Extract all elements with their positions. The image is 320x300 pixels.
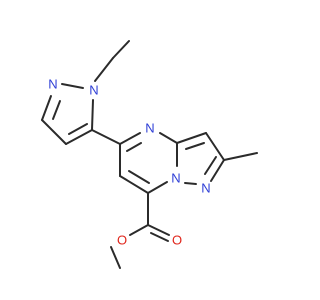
bond-c3-c2 <box>205 132 225 161</box>
bond-n2-c3 <box>41 95 52 121</box>
bond-biaryl-link <box>91 129 121 145</box>
bond-c4-c5-inner <box>68 123 88 135</box>
atom-label-n-pyrazole-fused: N <box>201 181 210 196</box>
bond-ester-methyl <box>110 246 121 269</box>
atom-label-layer: N N N N N O O <box>48 77 210 248</box>
bond-c3a-c3-inner <box>185 142 205 150</box>
bond-n2-c3-inner <box>52 100 61 120</box>
bond-c4-c5 <box>65 129 93 145</box>
bond-c6p-c7 <box>119 175 149 194</box>
atom-label-o-carbonyl: O <box>172 233 182 248</box>
bond-n4-c3a <box>159 132 178 144</box>
bond-carbonyl-o-double-inner <box>150 232 169 242</box>
bond-c5-n1 <box>91 99 94 131</box>
bond-c5p-n4-inner <box>126 142 142 152</box>
bond-c7-n8 <box>147 181 168 194</box>
atom-label-o-ester: O <box>117 233 127 248</box>
bond-layer <box>41 40 258 269</box>
bond-c6p-c7-inner <box>128 170 150 184</box>
atom-label-n-pyrimidine: N <box>145 121 154 136</box>
bond-carbonyl-o-single <box>129 224 149 236</box>
bond-c2-n1 <box>210 159 225 182</box>
bond-c3a-c3 <box>176 132 207 144</box>
bond-ethyl-ch2 <box>94 57 114 82</box>
bond-c5p-n4 <box>119 132 141 145</box>
bond-n1-n8 <box>184 182 197 185</box>
bond-n1-n2 <box>61 83 84 89</box>
bond-c2-n1-inner <box>204 156 217 175</box>
atom-label-n-pyrazole-double: N <box>48 77 57 92</box>
bond-ethyl-ch3 <box>112 40 130 59</box>
bond-c3-c4 <box>41 119 67 145</box>
atom-label-n-bridge: N <box>171 171 180 186</box>
bond-carbonyl-o-double <box>147 224 170 236</box>
molecule-structure-diagram: N N N N N O O <box>41 40 258 269</box>
atom-label-n-pyrazole-ethyl: N <box>89 83 98 98</box>
bond-c2-methyl <box>223 152 258 161</box>
